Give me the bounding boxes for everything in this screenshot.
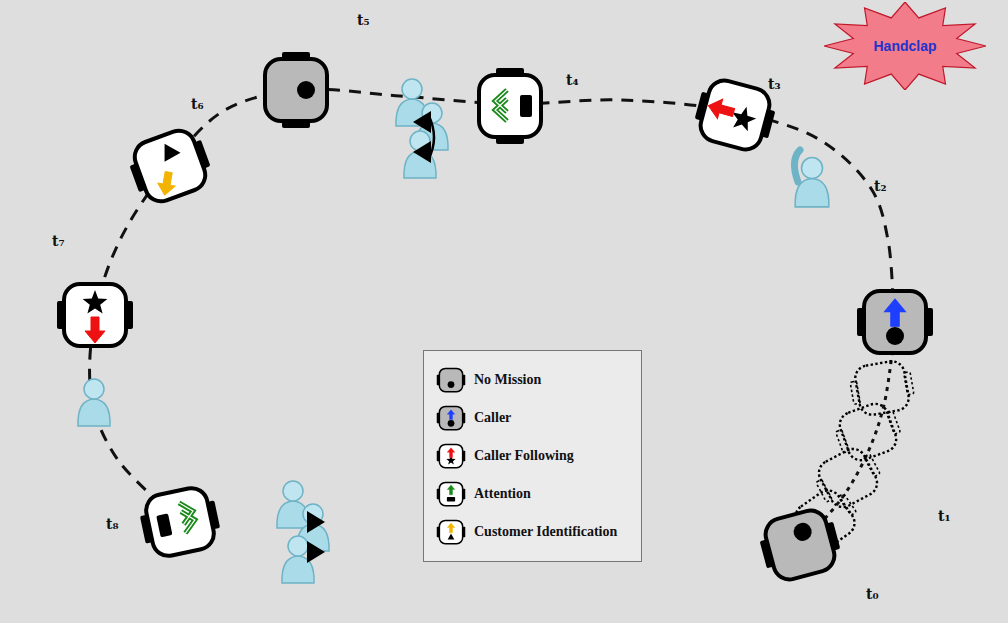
handclap-burst: Handclap	[824, 2, 986, 90]
robot-icon	[57, 284, 133, 346]
time-label: t₅	[357, 12, 370, 28]
turn-marker	[307, 541, 325, 563]
legend-icon	[436, 365, 466, 395]
legend-text: Attention	[474, 486, 531, 502]
person-icon	[78, 379, 110, 426]
robot-icon	[437, 520, 466, 543]
robot-icon	[479, 68, 541, 144]
robot-icon	[848, 358, 916, 417]
event-label: Handclap	[873, 38, 936, 54]
trajectory-path	[90, 89, 893, 520]
robot-icon	[265, 52, 327, 128]
robot-icon	[437, 406, 466, 429]
robot-icon	[755, 505, 844, 585]
time-label: t₁	[938, 508, 951, 524]
legend-icon	[436, 479, 466, 509]
robot-icon	[124, 124, 217, 208]
legend-row: Attention	[436, 475, 629, 513]
legend-icon	[436, 517, 466, 547]
time-label: t₆	[191, 96, 204, 112]
legend-text: Customer Identification	[474, 524, 617, 540]
legend-box: No MissionCallerCaller FollowingAttentio…	[423, 350, 642, 562]
time-label: t₈	[106, 516, 119, 532]
legend-row: No Mission	[436, 361, 629, 399]
legend-icon	[436, 403, 466, 433]
legend-text: Caller Following	[474, 448, 574, 464]
legend-row: Caller	[436, 399, 629, 437]
legend-icon	[436, 441, 466, 471]
time-label: t₇	[52, 233, 65, 249]
legend-row: Caller Following	[436, 437, 629, 475]
turn-marker	[428, 114, 434, 160]
turn-marker	[307, 511, 325, 533]
legend-text: Caller	[474, 410, 511, 426]
time-label: t₄	[566, 72, 579, 88]
legend-row: Customer Identification	[436, 513, 629, 551]
robot-icon	[136, 484, 223, 560]
robot-icon	[437, 444, 466, 467]
raised-arm	[794, 150, 800, 182]
person-icon	[277, 481, 309, 528]
time-label: t₃	[768, 76, 781, 92]
legend-text: No Mission	[474, 372, 541, 388]
robot-icon	[831, 398, 905, 465]
time-label: t₀	[866, 586, 879, 602]
robot-icon	[857, 291, 933, 353]
robot-icon	[690, 75, 779, 155]
time-label: t₂	[874, 178, 887, 194]
robot-icon	[437, 482, 466, 505]
robot-icon	[437, 368, 466, 391]
